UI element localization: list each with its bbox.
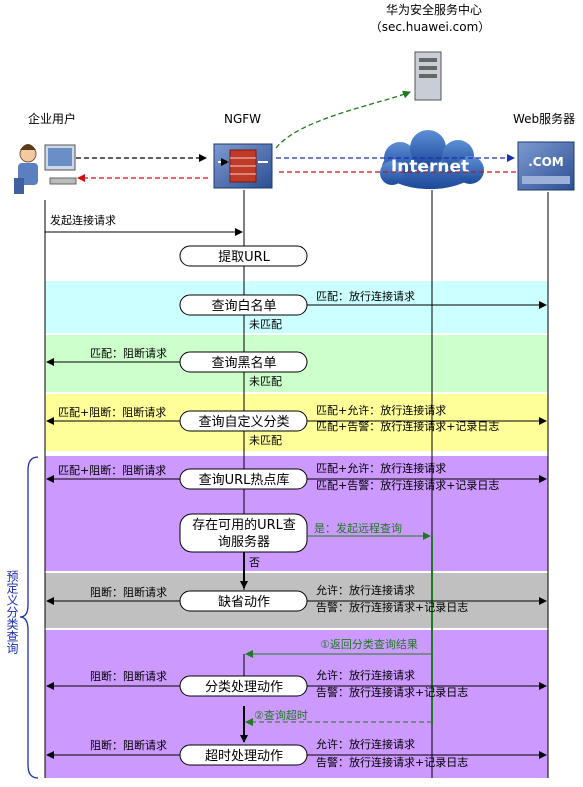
hot-block-label: 匹配+阻断：阻断请求 [58,463,166,477]
custom-block-label: 匹配+阻断：阻断请求 [58,405,166,419]
hot-allow-label: 匹配+允许：放行连接请求 [316,461,446,475]
extract-url-text: 提取URL [218,249,271,265]
hot-cache-text: 查询URL热点库 [199,472,290,488]
custom-category-text: 查询自定义分类 [198,415,289,430]
user-computer-icon [14,144,77,194]
server-query-line1: 存在可用的URL查 [192,517,296,533]
server-query-line2: 询服务器 [218,534,270,550]
web-server-label: Web服务器 [513,111,575,126]
predefined-label: 预定义分类查询 [5,570,19,654]
ngfw-label: NGFW [224,112,261,126]
web-server-icon [517,141,575,191]
category-block-label: 阻断：阻断请求 [90,669,167,683]
blacklist-text: 查询黑名单 [211,355,276,371]
category-alert-label: 告警：放行连接请求+记录日志 [316,685,468,699]
category-action-text: 分类处理动作 [205,680,283,695]
extract-url-box [179,245,308,267]
unmatched-label-2: 未匹配 [249,375,282,388]
timeout-alert-label: 告警：放行连接请求+记录日志 [316,755,468,769]
custom-allow-label: 匹配+允许：放行连接请求 [316,403,446,417]
timeout-action-text: 超时处理动作 [205,749,283,764]
security-center-domain: （sec.huawei.com） [370,20,491,34]
default-allow-label: 允许：放行连接请求 [316,583,415,597]
yes-remote-label: 是：发起远程查询 [314,521,402,535]
internet-label: Internet [391,157,469,177]
hot-alert-label: 匹配+告警：放行连接请求+记录日志 [316,478,499,492]
ngfw-device-icon [213,143,273,189]
timeout-allow-label: 允许：放行连接请求 [316,737,415,751]
category-allow-label: 允许：放行连接请求 [316,668,415,682]
remote-query-arc-green [275,90,411,149]
com-label: .COM [528,155,564,169]
unmatched-label-3: 未匹配 [249,434,282,447]
timeout-label: ②查询超时 [254,708,308,722]
security-center-server-icon [414,51,442,101]
default-block-label: 阻断：阻断请求 [90,585,167,599]
initiate-label: 发起连接请求 [50,213,116,227]
timeout-block-label: 阻断：阻断请求 [90,738,167,752]
custom-alert-label: 匹配+告警：放行连接请求+记录日志 [316,419,499,433]
default-action-text: 缺省动作 [218,595,270,610]
blacklist-match-label: 匹配：阻断请求 [90,346,167,360]
predefined-bracket [19,456,39,779]
no-label: 否 [249,556,260,569]
enterprise-user-label: 企业用户 [28,111,76,126]
default-alert-label: 告警：放行连接请求+记录日志 [316,600,468,614]
whitelist-text: 查询白名单 [211,298,276,314]
return-result-label: ①返回分类查询结果 [320,637,418,651]
unmatched-label-1: 未匹配 [249,318,282,331]
security-center-label: 华为安全服务中心 [386,2,482,17]
whitelist-match-label: 匹配：放行连接请求 [316,289,415,303]
